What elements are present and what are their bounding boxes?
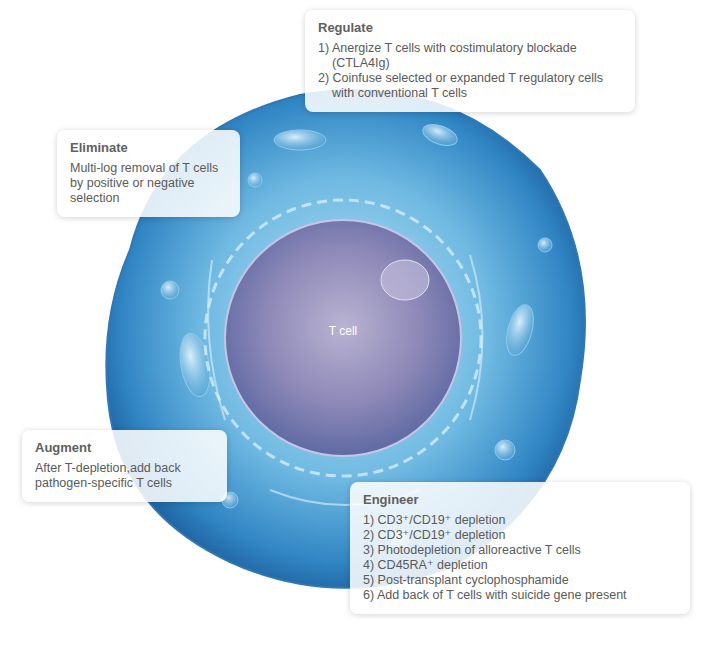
callout-heading: Eliminate	[70, 140, 227, 155]
callout-text: Multi-log removal of T cells by positive…	[70, 161, 227, 206]
callout-text: 5) Post-transplant cyclophosphamide	[363, 573, 677, 588]
callout-text: 2) Coinfuse selected or expanded T regul…	[318, 71, 622, 101]
callout-text: 1) CD3⁺/CD19⁺ depletion	[363, 513, 677, 528]
cell-label: T cell	[329, 324, 357, 338]
eliminate-box: EliminateMulti-log removal of T cells by…	[57, 130, 240, 217]
callout-text: 6) Add back of T cells with suicide gene…	[363, 588, 677, 603]
augment-box: AugmentAfter T-depletion,add back pathog…	[22, 430, 227, 502]
callout-heading: Regulate	[318, 20, 622, 35]
callout-text: 4) CD45RA⁺ depletion	[363, 558, 677, 573]
callout-text: 1) Anergize T cells with costimulatory b…	[318, 41, 622, 71]
nucleus	[225, 220, 461, 456]
nucleolus	[381, 260, 429, 300]
engineer-box: Engineer 1) CD3⁺/CD19⁺ depletion2) CD3⁺/C…	[350, 482, 690, 614]
callout-text: 2) CD3⁺/CD19⁺ depletion	[363, 528, 677, 543]
callout-text: 3) Photodepletion of alloreactive T cell…	[363, 543, 677, 558]
callout-heading: Engineer	[363, 492, 677, 507]
callout-text: After T-depletion,add back pathogen-spec…	[35, 461, 214, 491]
callout-heading: Augment	[35, 440, 214, 455]
regulate-box: Regulate 1) Anergize T cells with costimu…	[305, 10, 635, 112]
nuclear-envelope	[205, 200, 481, 476]
